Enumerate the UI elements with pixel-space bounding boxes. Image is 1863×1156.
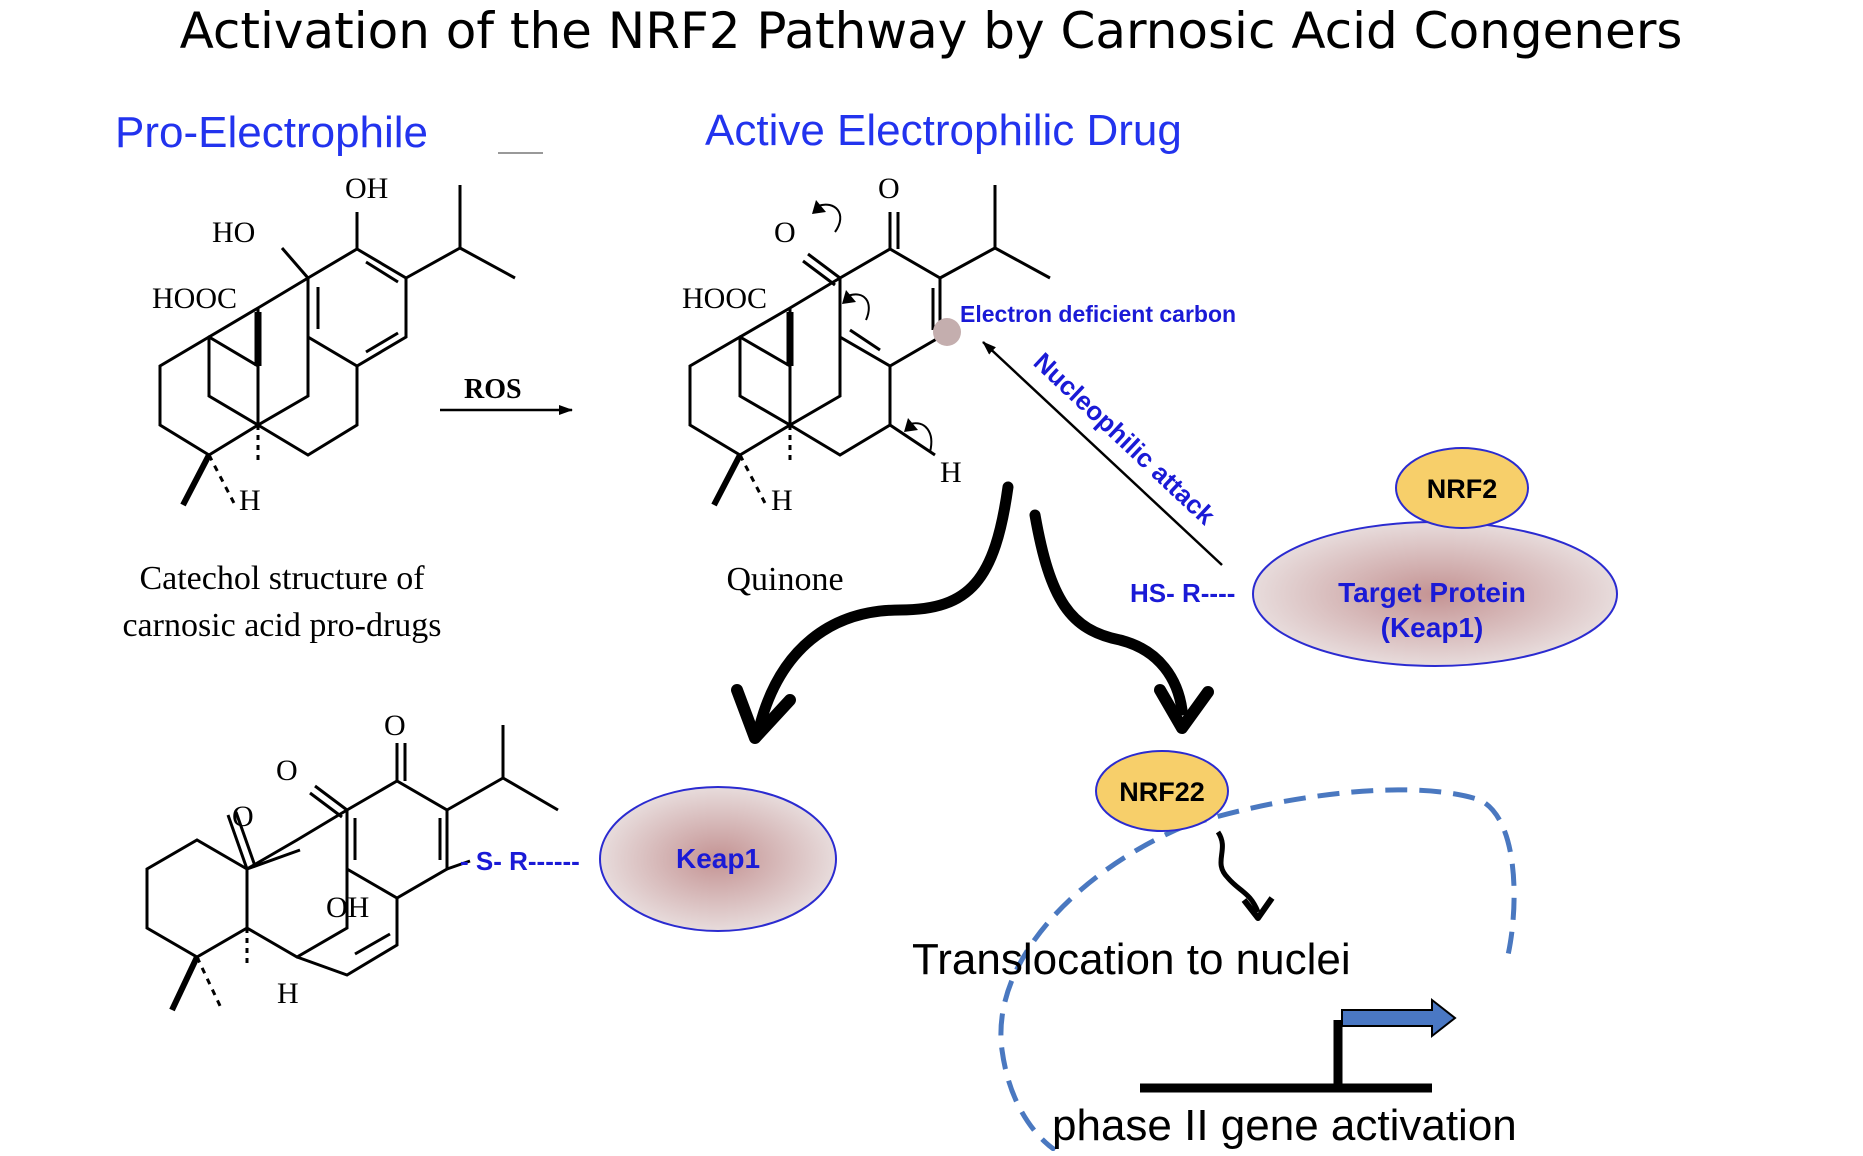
adduct-o3: O (232, 800, 254, 833)
catechol-h: H (239, 484, 261, 517)
nrf2-free-ellipse (1095, 750, 1229, 832)
translocation-label: Translocation to nuclei (912, 935, 1351, 984)
quinone-o-top: O (878, 172, 900, 205)
pathway-arrowheads (731, 684, 1214, 744)
electron-deficient-label: Electron deficient carbon (960, 301, 1236, 327)
promoter-arrow (1341, 997, 1457, 1039)
target-protein-line1: Target Protein (1338, 577, 1526, 608)
adduct-h: H (277, 977, 299, 1010)
quinone-arrowheads (812, 200, 918, 432)
nucleus-boundary (998, 787, 1517, 1153)
pathway-split-arrows (754, 481, 1188, 731)
nrf2-bound-ellipse (1395, 447, 1529, 529)
quinone-structure (688, 185, 1051, 507)
adduct-oh: OH (326, 891, 369, 924)
ros-label: ROS (464, 374, 522, 405)
adduct-o2: O (276, 754, 298, 787)
hs-r-label: HS- R---- (1130, 578, 1235, 608)
translocation-arrowhead (1241, 896, 1275, 921)
keap1-adduct-label: Keap1 (676, 843, 760, 874)
keap1-adduct-ellipse (599, 786, 837, 932)
nucleophilic-attack-label: Nucleophilic attack (1028, 347, 1222, 531)
adduct-o1: O (384, 709, 406, 742)
translocation-arrow (1215, 830, 1261, 913)
nucleophilic-attack-arrow (982, 341, 1223, 566)
adduct-link-label: - S- R------ (460, 846, 580, 876)
catechol-ho: HO (212, 216, 255, 249)
catechol-caption-line2: carnosic acid pro-drugs (122, 607, 441, 644)
catechol-oh: OH (345, 172, 388, 205)
heading-active-drug: Active Electrophilic Drug (705, 106, 1182, 155)
nrf2-bound-label: NRF2 (1427, 474, 1498, 504)
quinone-hooc: HOOC (682, 282, 767, 315)
catechol-hooc: HOOC (152, 282, 237, 315)
quinone-caption: Quinone (726, 561, 843, 598)
figure-title: Activation of the NRF2 Pathway by Carnos… (180, 2, 1683, 60)
electron-deficient-carbon-dot (933, 318, 961, 346)
catechol-caption-line1: Catechol structure of (139, 560, 425, 597)
heading-pro-electrophile: Pro-Electrophile (115, 108, 428, 157)
quinone-h: H (771, 484, 793, 517)
quinone-o-left: O (774, 216, 796, 249)
gene-activation-label: phase II gene activation (1052, 1101, 1517, 1150)
target-protein-line2: (Keap1) (1381, 612, 1484, 643)
nrf2-free-label: NRF22 (1119, 777, 1205, 807)
catechol-structure (158, 185, 516, 507)
adduct-structure (145, 725, 559, 1012)
quinone-h2: H (940, 456, 962, 489)
